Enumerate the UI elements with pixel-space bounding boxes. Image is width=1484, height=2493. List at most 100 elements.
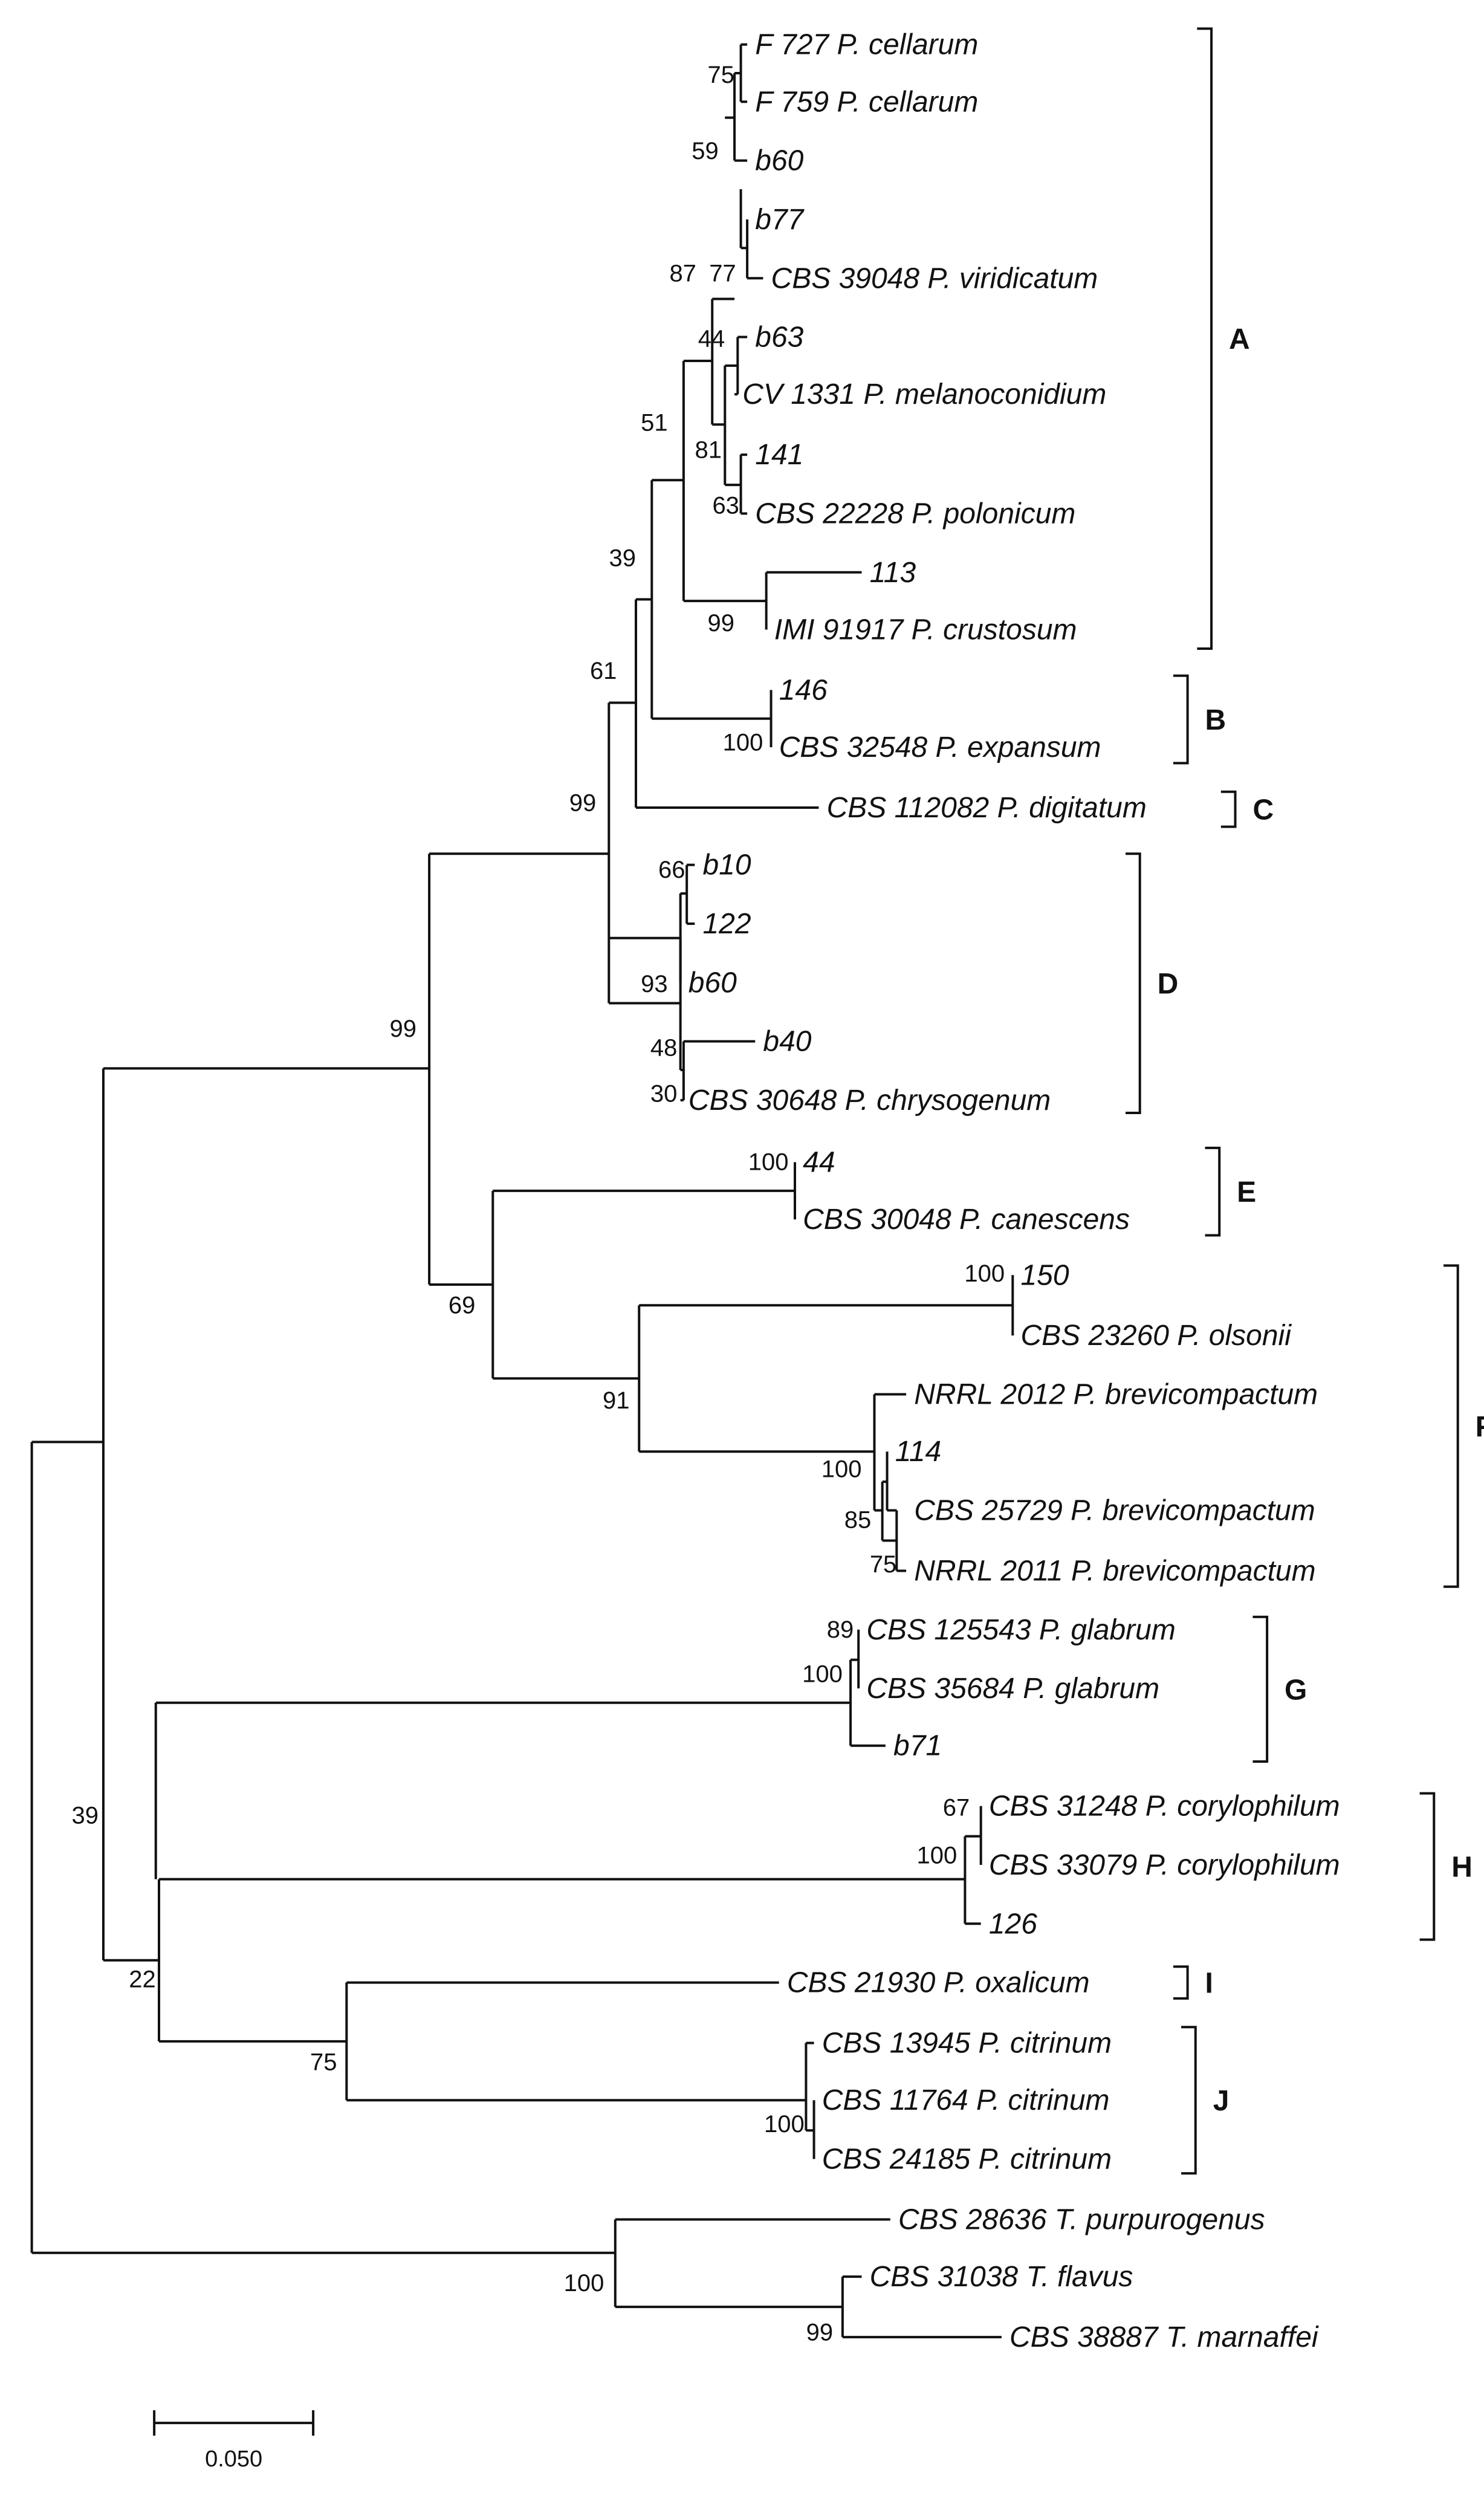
clade-label: H <box>1451 1852 1473 1884</box>
bootstrap-value: 75 <box>310 2049 337 2075</box>
bootstrap-value: 100 <box>764 2111 805 2138</box>
taxon-label: b40 <box>763 1026 811 1058</box>
clade-bracket <box>1419 1792 1436 1941</box>
bootstrap-value: 44 <box>698 325 725 352</box>
bootstrap-value: 99 <box>708 610 735 637</box>
bootstrap-value: 63 <box>712 492 739 519</box>
bootstrap-value: 87 <box>669 261 696 287</box>
clade-bracket <box>1197 27 1213 650</box>
taxon-label: 126 <box>989 1908 1037 1940</box>
taxon-label: b60 <box>689 967 737 999</box>
clade-label: F <box>1476 1411 1484 1443</box>
bootstrap-value: 51 <box>641 410 668 436</box>
taxon-label: IMI 91917 P. crustosum <box>774 614 1077 646</box>
clade-bracket <box>1252 1615 1269 1763</box>
taxon-label: b10 <box>702 849 751 881</box>
bootstrap-value: 89 <box>827 1616 854 1643</box>
clade-label: A <box>1229 323 1250 355</box>
taxon-label: F 727 P. cellarum <box>755 29 978 61</box>
taxon-label: 141 <box>755 439 803 471</box>
bootstrap-value: 85 <box>844 1506 872 1533</box>
bootstrap-value: 61 <box>590 658 617 684</box>
taxon-label: NRRL 2012 P. brevicompactum <box>914 1379 1318 1411</box>
bootstrap-value: 100 <box>821 1456 862 1482</box>
bootstrap-value: 99 <box>569 789 597 816</box>
taxon-label: CBS 32548 P. expansum <box>779 731 1101 763</box>
taxon-label: b77 <box>755 204 805 236</box>
taxon-label: CBS 38887 T. marnaffei <box>1009 2321 1319 2353</box>
taxon-label: b71 <box>893 1730 942 1762</box>
bootstrap-value: 39 <box>609 545 637 571</box>
bootstrap-value: 99 <box>806 2319 834 2345</box>
bootstrap-value: 100 <box>748 1149 789 1176</box>
tree-branches <box>30 43 1014 2339</box>
bootstrap-value: 22 <box>129 1966 156 1993</box>
bootstrap-value: 93 <box>641 971 668 997</box>
taxon-label: CBS 31038 T. flavus <box>870 2261 1133 2293</box>
taxon-label: 146 <box>779 674 828 706</box>
taxon-label: CBS 25729 P. brevicompactum <box>914 1495 1315 1527</box>
taxon-label: CBS 31248 P. corylophilum <box>989 1791 1340 1823</box>
clade-bracket <box>1443 1264 1459 1588</box>
taxon-label: CBS 21930 P. oxalicum <box>787 1967 1090 1999</box>
taxon-label: CBS 22228 P. polonicum <box>755 498 1075 530</box>
scale-bar: 0.050 <box>153 2410 315 2472</box>
taxon-label: CBS 39048 P. viridicatum <box>771 262 1098 294</box>
taxon-label: b63 <box>755 322 803 354</box>
bootstrap-value: 75 <box>708 62 735 88</box>
clade-label: E <box>1237 1176 1256 1208</box>
bootstrap-value: 99 <box>390 1016 417 1042</box>
clade-label: J <box>1213 2085 1230 2117</box>
taxon-label: CV 1331 P. melanoconidium <box>742 378 1106 410</box>
bootstrap-value: 81 <box>695 436 722 463</box>
clade-bracket <box>1220 790 1237 828</box>
taxon-label: CBS 33079 P. corylophilum <box>989 1849 1340 1881</box>
clade-label: I <box>1205 1968 1213 2000</box>
taxon-label: F 759 P. cellarum <box>755 86 978 118</box>
clade-label: D <box>1158 968 1179 1000</box>
bootstrap-value: 100 <box>723 729 763 756</box>
taxon-label: CBS 35684 P. glabrum <box>866 1673 1159 1705</box>
bootstrap-value: 66 <box>658 857 685 883</box>
clade-label: C <box>1252 794 1274 826</box>
bootstrap-value: 48 <box>650 1034 678 1061</box>
bootstrap-value: 39 <box>72 1803 99 1829</box>
taxon-label: CBS 13945 P. citrinum <box>822 2028 1112 2060</box>
taxon-labels: F 727 P. cellarum F 759 P. cellarum b60 b77… <box>689 29 1340 2353</box>
bootstrap-value: 75 <box>870 1551 897 1578</box>
taxon-label: CBS 11764 P. citrinum <box>822 2084 1110 2116</box>
clade-bracket <box>1173 1965 1189 2000</box>
taxon-label: b60 <box>755 145 803 177</box>
taxon-label: CBS 30048 P. canescens <box>803 1204 1130 1236</box>
clade-bracket <box>1205 1146 1221 1237</box>
bootstrap-value: 59 <box>692 138 719 164</box>
clade-label: G <box>1285 1674 1307 1706</box>
bootstrap-value: 77 <box>709 261 736 287</box>
taxon-label: 122 <box>702 908 751 940</box>
taxon-label: CBS 112082 P. digitatum <box>827 792 1147 824</box>
taxon-label: 114 <box>895 1436 942 1468</box>
taxon-label: 113 <box>870 557 916 589</box>
taxon-label: 150 <box>1020 1259 1069 1291</box>
taxon-label: 44 <box>803 1147 835 1179</box>
bootstrap-value: 69 <box>449 1292 476 1318</box>
bootstrap-value: 100 <box>964 1260 1005 1287</box>
clade-brackets: A B C D E F G H I J <box>1126 27 1484 2175</box>
taxon-label: CBS 30648 P. chrysogenum <box>689 1084 1051 1117</box>
bootstrap-value: 100 <box>802 1661 843 1688</box>
bootstrap-value: 67 <box>943 1794 970 1821</box>
clade-bracket <box>1181 2026 1197 2175</box>
taxon-label: CBS 23260 P. olsonii <box>1020 1320 1292 1352</box>
bootstrap-values: 75 59 87 77 44 81 63 51 99 39 100 61 99 66 93 48 30 99 100… <box>72 62 1005 2346</box>
taxon-label: CBS 125543 P. glabrum <box>866 1614 1175 1646</box>
bootstrap-value: 91 <box>603 1387 630 1414</box>
bootstrap-value: 100 <box>917 1842 957 1869</box>
taxon-label: CBS 28636 T. purpurogenus <box>898 2203 1265 2235</box>
clade-bracket <box>1126 852 1141 1114</box>
bootstrap-value: 100 <box>564 2270 604 2297</box>
clade-bracket <box>1173 674 1189 765</box>
clade-label: B <box>1205 704 1226 736</box>
taxon-label: NRRL 2011 P. brevicompactum <box>914 1555 1315 1587</box>
bootstrap-value: 30 <box>650 1081 678 1107</box>
